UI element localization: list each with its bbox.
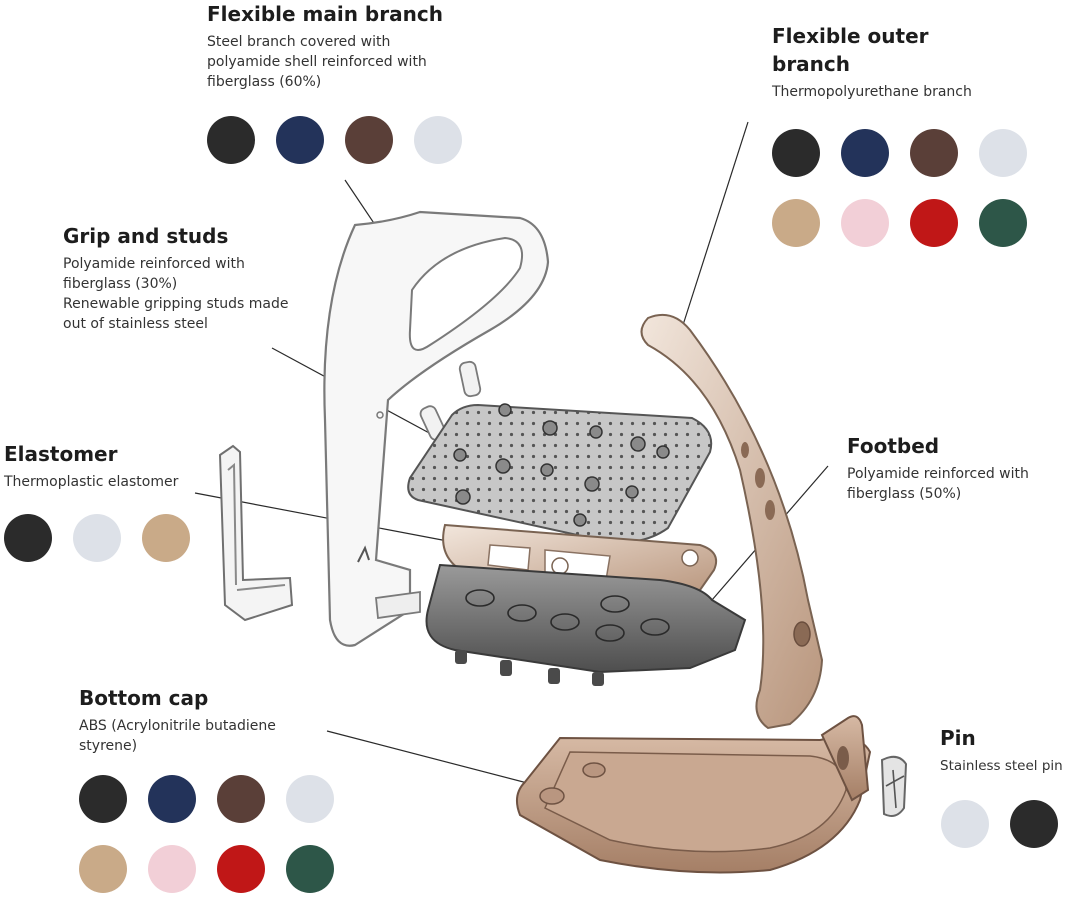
color-swatch	[286, 845, 334, 893]
color-swatch	[286, 775, 334, 823]
pin-swatches	[941, 800, 1058, 848]
color-swatch	[207, 116, 255, 164]
leader-outer-branch	[682, 121, 749, 326]
color-swatch	[772, 129, 820, 177]
footbed-title: Footbed	[847, 434, 940, 458]
pin-title: Pin	[940, 726, 976, 750]
outer-branch-swatches	[772, 129, 1027, 247]
elastomer-title: Elastomer	[4, 442, 118, 466]
color-swatch	[142, 514, 190, 562]
outer-branch-part	[640, 314, 824, 730]
label-grip-studs: Grip and studs Polyamide reinforced with…	[63, 222, 353, 334]
color-swatch	[148, 845, 196, 893]
color-swatch	[772, 199, 820, 247]
color-swatch	[979, 199, 1027, 247]
color-swatch	[979, 129, 1027, 177]
main-branch-title: Flexible main branch	[207, 2, 443, 26]
color-swatch	[414, 116, 462, 164]
color-swatch	[841, 129, 889, 177]
color-swatch	[73, 514, 121, 562]
color-swatch	[148, 775, 196, 823]
color-swatch	[910, 129, 958, 177]
color-swatch	[79, 845, 127, 893]
color-swatch	[1010, 800, 1058, 848]
main-branch-description: Steel branch covered with polyamide shel…	[207, 34, 427, 90]
bottom-cap-part	[515, 715, 872, 874]
color-swatch	[217, 775, 265, 823]
outer-branch-title: Flexible outer branch	[772, 24, 929, 76]
color-swatch	[910, 199, 958, 247]
stud-pegs	[419, 360, 482, 441]
footbed-description: Polyamide reinforced with fiberglass (50…	[847, 466, 1029, 502]
bottom-cap-description: ABS (Acrylonitrile butadiene styrene)	[79, 718, 276, 754]
outer-branch-description: Thermopolyurethane branch	[772, 84, 972, 100]
main-branch-part	[323, 210, 550, 647]
color-swatch	[345, 116, 393, 164]
color-swatch	[217, 845, 265, 893]
grip-studs-title: Grip and studs	[63, 224, 229, 248]
bottom-cap-swatches	[79, 775, 334, 893]
label-main-branch: Flexible main branch Steel branch covere…	[207, 0, 507, 92]
elastomer-part	[218, 444, 294, 622]
elastomer-description: Thermoplastic elastomer	[4, 474, 179, 490]
elastomer-swatches	[4, 514, 259, 562]
color-swatch	[841, 199, 889, 247]
color-swatch	[4, 514, 52, 562]
main-branch-swatches	[207, 116, 462, 164]
color-swatch	[941, 800, 989, 848]
pin-part	[880, 755, 908, 817]
label-outer-branch: Flexible outer branch Thermopolyurethane…	[772, 22, 1062, 102]
pin-description: Stainless steel pin	[940, 758, 1063, 774]
label-footbed: Footbed Polyamide reinforced with fiberg…	[847, 432, 1072, 504]
label-elastomer: Elastomer Thermoplastic elastomer	[4, 440, 234, 492]
label-bottom-cap: Bottom cap ABS (Acrylonitrile butadiene …	[79, 684, 339, 756]
grip-studs-description: Polyamide reinforced with fiberglass (30…	[63, 256, 289, 332]
label-pin: Pin Stainless steel pin	[940, 724, 1078, 776]
grip-plate-part	[407, 403, 713, 544]
footbed-part	[425, 563, 747, 686]
bottom-cap-title: Bottom cap	[79, 686, 209, 710]
leader-bottom-cap	[326, 730, 536, 786]
color-swatch	[276, 116, 324, 164]
color-swatch	[79, 775, 127, 823]
